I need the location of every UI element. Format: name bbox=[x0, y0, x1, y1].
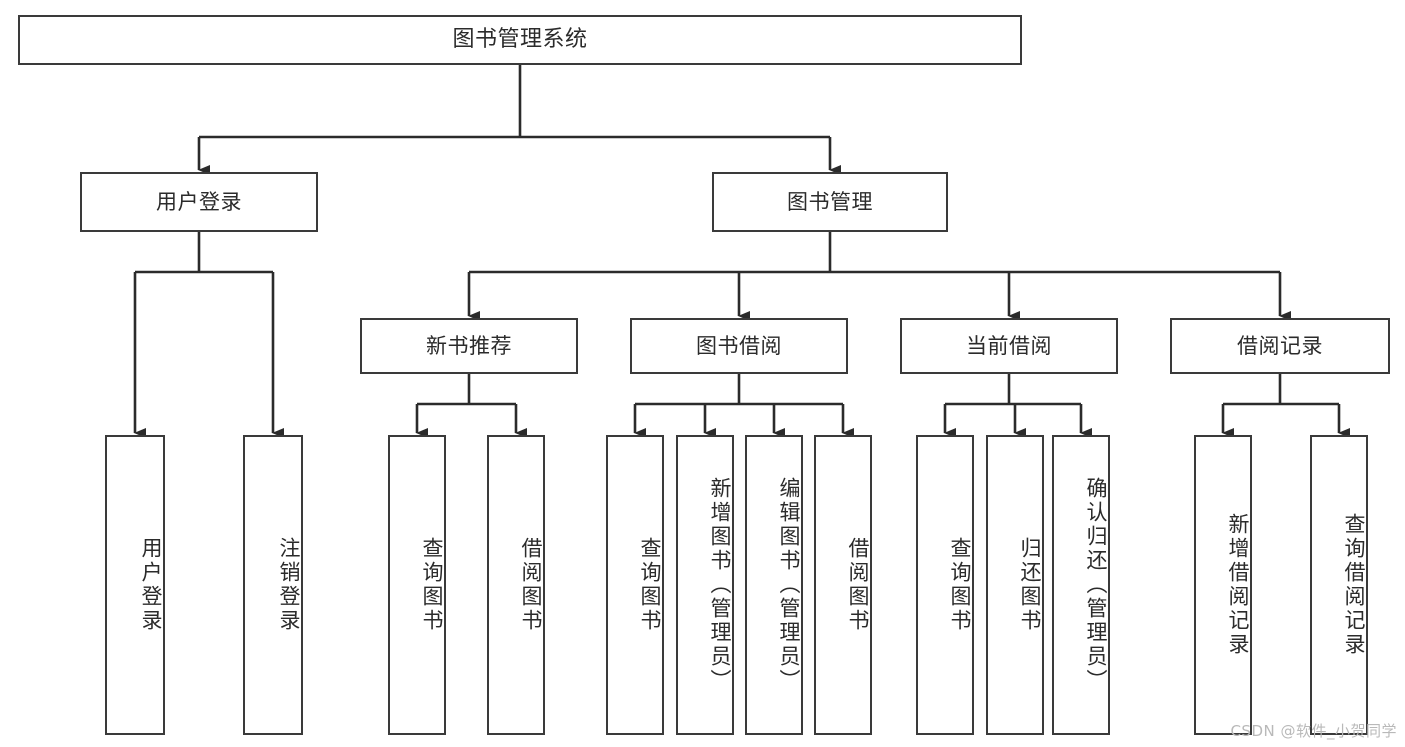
node-leaf-add-book-label: 新增图书（管理员） bbox=[708, 477, 732, 693]
node-leaf-edit-book-label: 编辑图书（管理员） bbox=[777, 477, 801, 693]
node-leaf-borrow-book-2-label: 借阅图书 bbox=[846, 537, 870, 633]
node-book-manage-label: 图书管理 bbox=[787, 189, 873, 214]
node-book-borrow-label: 图书借阅 bbox=[696, 333, 782, 358]
node-borrow-record-label: 借阅记录 bbox=[1237, 333, 1323, 358]
node-leaf-edit-book[interactable]: 编辑图书（管理员） bbox=[745, 435, 803, 735]
node-leaf-query-book-2[interactable]: 查询图书 bbox=[606, 435, 664, 735]
node-leaf-query-book-3-label: 查询图书 bbox=[948, 537, 972, 633]
node-book-borrow[interactable]: 图书借阅 bbox=[630, 318, 848, 374]
node-leaf-user-login[interactable]: 用户登录 bbox=[105, 435, 165, 735]
node-leaf-query-book-3[interactable]: 查询图书 bbox=[916, 435, 974, 735]
node-leaf-borrow-book-1[interactable]: 借阅图书 bbox=[487, 435, 545, 735]
node-book-manage[interactable]: 图书管理 bbox=[712, 172, 948, 232]
node-leaf-logout-label: 注销登录 bbox=[277, 537, 301, 633]
node-current-borrow[interactable]: 当前借阅 bbox=[900, 318, 1118, 374]
node-user-login-label: 用户登录 bbox=[156, 189, 242, 214]
node-leaf-logout[interactable]: 注销登录 bbox=[243, 435, 303, 735]
node-new-book-recommend-label: 新书推荐 bbox=[426, 333, 512, 358]
node-leaf-confirm-return[interactable]: 确认归还（管理员） bbox=[1052, 435, 1110, 735]
node-leaf-add-record-label: 新增借阅记录 bbox=[1226, 513, 1250, 657]
watermark-text: CSDN @软件_小贺同学 bbox=[1230, 722, 1397, 740]
node-root[interactable]: 图书管理系统 bbox=[18, 15, 1022, 65]
node-leaf-query-book-2-label: 查询图书 bbox=[638, 537, 662, 633]
node-leaf-borrow-book-2[interactable]: 借阅图书 bbox=[814, 435, 872, 735]
node-leaf-user-login-label: 用户登录 bbox=[139, 537, 163, 633]
node-borrow-record[interactable]: 借阅记录 bbox=[1170, 318, 1390, 374]
node-leaf-query-record[interactable]: 查询借阅记录 bbox=[1310, 435, 1368, 735]
node-leaf-query-record-label: 查询借阅记录 bbox=[1342, 513, 1366, 657]
node-leaf-query-book-1[interactable]: 查询图书 bbox=[388, 435, 446, 735]
node-root-label: 图书管理系统 bbox=[452, 27, 588, 53]
node-leaf-confirm-return-label: 确认归还（管理员） bbox=[1084, 477, 1108, 693]
node-leaf-borrow-book-1-label: 借阅图书 bbox=[519, 537, 543, 633]
node-leaf-query-book-1-label: 查询图书 bbox=[420, 537, 444, 633]
node-current-borrow-label: 当前借阅 bbox=[966, 333, 1052, 358]
node-leaf-add-record[interactable]: 新增借阅记录 bbox=[1194, 435, 1252, 735]
node-user-login[interactable]: 用户登录 bbox=[80, 172, 318, 232]
node-new-book-recommend[interactable]: 新书推荐 bbox=[360, 318, 578, 374]
node-leaf-return-book-label: 归还图书 bbox=[1018, 537, 1042, 633]
node-leaf-add-book[interactable]: 新增图书（管理员） bbox=[676, 435, 734, 735]
node-leaf-return-book[interactable]: 归还图书 bbox=[986, 435, 1044, 735]
